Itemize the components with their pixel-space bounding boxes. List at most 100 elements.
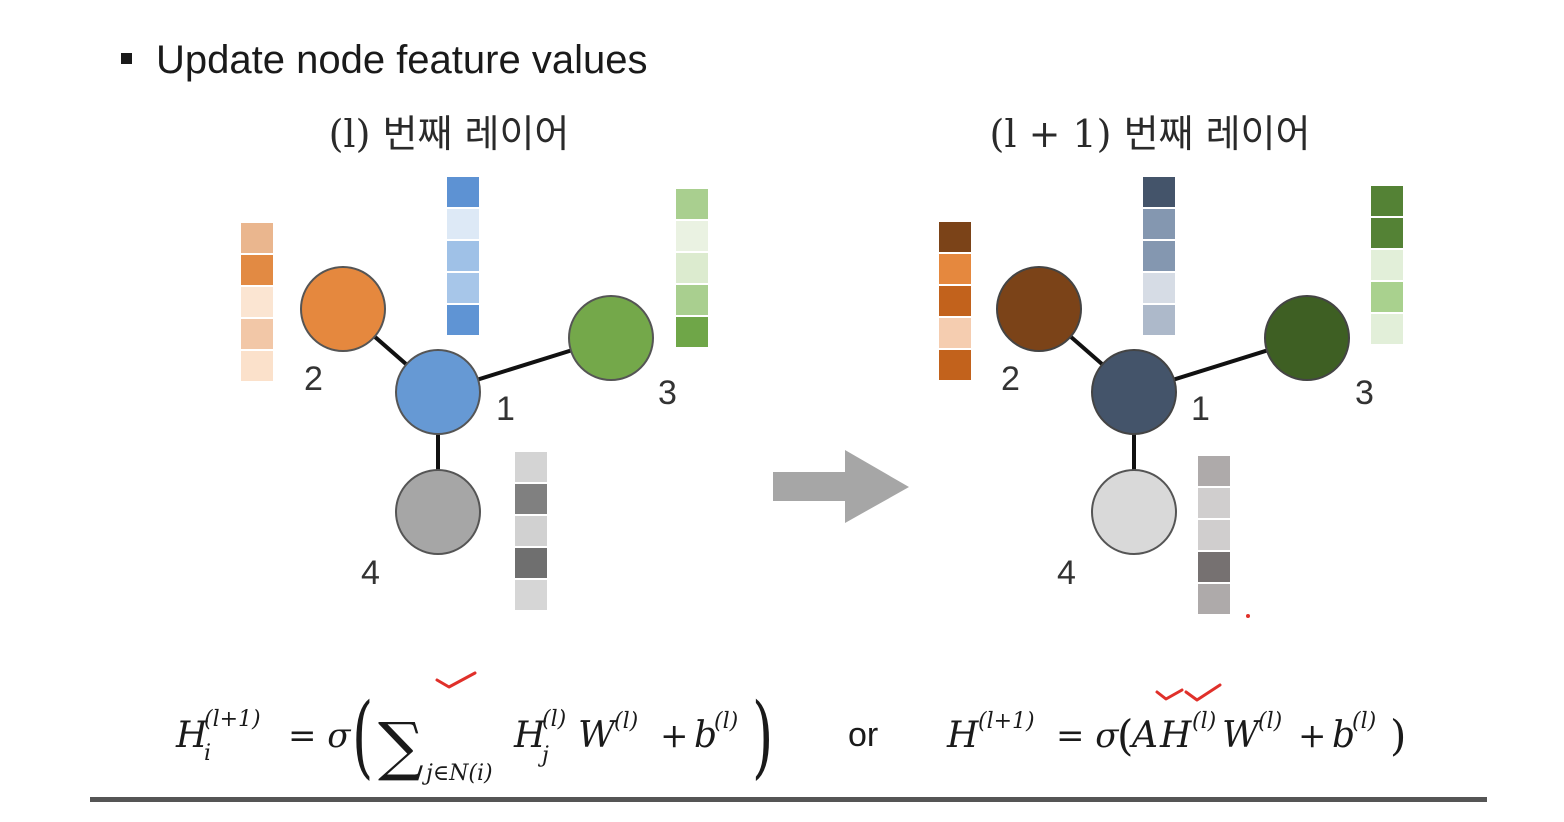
right-feature-vector-4-cell (1198, 488, 1230, 518)
right-feature-vector-1-cell (1143, 209, 1175, 239)
right-panel: (l + 1) 번째 레이어 2 1 3 4 (939, 112, 1403, 618)
stray-red-dot (1246, 614, 1250, 618)
right-feature-vector-1-cell (1143, 305, 1175, 335)
right-feature-vector-1-cell (1143, 177, 1175, 207)
bullet-heading: Update node feature values (156, 38, 647, 82)
right-node-label-3: 3 (1355, 374, 1374, 412)
right-feature-vector-3-cell (1371, 186, 1403, 216)
formula1-close-paren: ) (752, 684, 773, 789)
formula-or-separator: or (848, 716, 878, 754)
left-feature-vector-4-cell (515, 484, 547, 514)
right-feature-vector-4 (1198, 456, 1230, 614)
left-feature-vector-1-cell (447, 209, 479, 239)
right-layer-title: (l + 1) 번째 레이어 (990, 112, 1311, 156)
right-node-1 (1091, 349, 1177, 435)
right-node-2 (996, 266, 1082, 352)
left-feature-vector-3-cell (676, 253, 708, 283)
transition-arrow-icon (773, 450, 909, 523)
left-node-label-4: 4 (361, 554, 380, 592)
right-feature-vector-3 (1371, 186, 1403, 344)
formula2-W: W (1222, 715, 1262, 756)
left-node-label-3: 3 (658, 374, 677, 412)
formula1-Hj: H (513, 715, 546, 756)
left-node-label-1: 1 (496, 390, 515, 428)
formula1-W: W (578, 715, 618, 756)
formula2-H-sup: (l) (1192, 709, 1216, 734)
left-panel: (l) 번째 레이어 2 1 3 4 (241, 112, 708, 610)
formula-node-wise: H i (l+1) = σ ( ∑ j∈N(i) H j (l) W (l) +… (175, 671, 773, 789)
formula1-Hj-sup: (l) (542, 707, 566, 732)
formula1-plus: + (660, 716, 689, 756)
formula-matrix: H (l+1) = σ ( A H (l) W (l) + b (l) ) (946, 683, 1406, 760)
bottom-divider (90, 797, 1487, 802)
left-feature-vector-3-cell (676, 317, 708, 347)
left-feature-vector-2 (241, 223, 273, 381)
left-feature-vector-4-cell (515, 452, 547, 482)
formula2-W-sup: (l) (1258, 709, 1282, 734)
bullet-marker (121, 53, 132, 64)
right-feature-vector-2-cell (939, 350, 971, 380)
formula2-b: b (1332, 715, 1355, 756)
right-feature-vector-2-cell (939, 254, 971, 284)
right-feature-vector-1 (1143, 177, 1175, 335)
formula1-b: b (694, 715, 717, 756)
right-feature-vector-3-cell (1371, 282, 1403, 312)
right-feature-vector-2-cell (939, 222, 971, 252)
left-feature-vector-2-cell (241, 319, 273, 349)
formula1-sub-i: i (204, 741, 211, 766)
formula2-H: H (946, 715, 979, 756)
left-feature-vector-2-cell (241, 351, 273, 381)
red-check-mark-icon (435, 671, 477, 689)
formula1-sum: ∑ (378, 710, 424, 784)
right-node-3 (1264, 295, 1350, 381)
left-node-4 (395, 469, 481, 555)
red-check-mark-icon-2 (1155, 688, 1184, 701)
left-feature-vector-3-cell (676, 221, 708, 251)
left-node-1 (395, 349, 481, 435)
left-feature-vector-4 (515, 452, 547, 610)
left-feature-vector-2-cell (241, 287, 273, 317)
formula2-b-sup: (l) (1352, 709, 1376, 734)
right-feature-vector-4-cell (1198, 456, 1230, 486)
left-feature-vector-4-cell (515, 516, 547, 546)
formula1-sup-next: (l+1) (204, 707, 261, 732)
left-feature-vector-1-cell (447, 241, 479, 271)
right-node-label-4: 4 (1057, 554, 1076, 592)
right-node-4 (1091, 469, 1177, 555)
right-feature-vector-3-cell (1371, 250, 1403, 280)
right-node-label-2: 2 (1001, 360, 1020, 398)
left-feature-vector-3 (676, 189, 708, 347)
left-feature-vector-2-cell (241, 255, 273, 285)
formula2-A: A (1129, 715, 1158, 756)
left-feature-vector-2-cell (241, 223, 273, 253)
right-feature-vector-4-cell (1198, 552, 1230, 582)
formula2-close-paren: ) (1390, 711, 1406, 760)
left-node-label-2: 2 (304, 360, 323, 398)
left-feature-vector-3-cell (676, 189, 708, 219)
formula2-sup-next: (l+1) (978, 709, 1035, 734)
right-feature-vector-4-cell (1198, 584, 1230, 614)
left-feature-vector-4-cell (515, 580, 547, 610)
left-feature-vector-1 (447, 177, 479, 335)
formula2-open-paren: ( (1117, 711, 1133, 760)
left-layer-title: (l) 번째 레이어 (329, 112, 570, 156)
right-node-label-1: 1 (1191, 390, 1210, 428)
red-check-mark-icon-3 (1184, 683, 1222, 702)
right-feature-vector-3-cell (1371, 314, 1403, 344)
left-feature-vector-3-cell (676, 285, 708, 315)
right-feature-vector-2-cell (939, 286, 971, 316)
left-feature-vector-1-cell (447, 305, 479, 335)
formula1-H: H (175, 715, 208, 756)
formula1-b-sup: (l) (714, 709, 738, 734)
left-feature-vector-1-cell (447, 177, 479, 207)
right-feature-vector-3-cell (1371, 218, 1403, 248)
right-feature-vector-2-cell (939, 318, 971, 348)
formula2-plus: + (1298, 716, 1327, 756)
left-feature-vector-4-cell (515, 548, 547, 578)
formula1-open-paren: ( (352, 684, 373, 789)
left-feature-vector-1-cell (447, 273, 479, 303)
formula1-sum-sub: j∈N(i) (421, 761, 493, 786)
formula2-eq-sigma: = σ (1056, 716, 1119, 756)
formula2-H2: H (1159, 715, 1192, 756)
